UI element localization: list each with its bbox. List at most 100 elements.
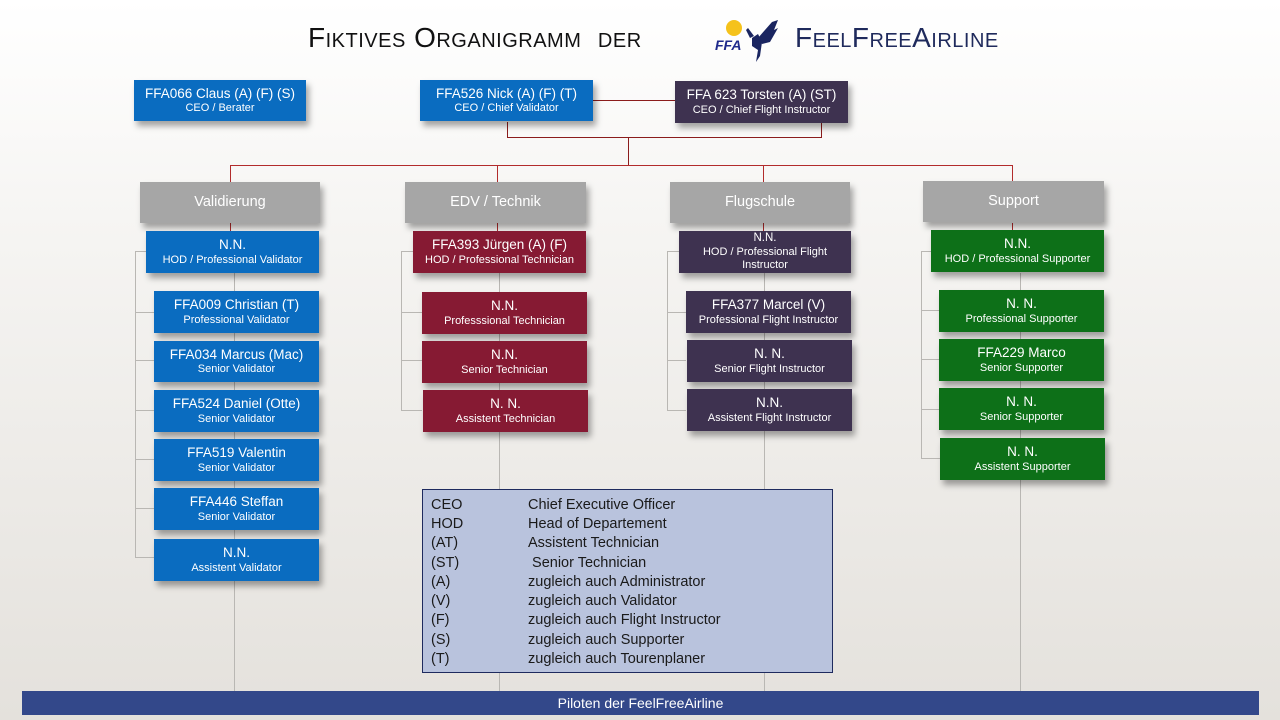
- org-node-member: FFA377 Marcel (V) Professional Flight In…: [686, 291, 851, 333]
- connector: [230, 165, 1013, 166]
- node-role: Senior Validator: [197, 510, 276, 523]
- org-node-member: N. N. Assistent Supporter: [940, 438, 1105, 480]
- connector: [764, 273, 765, 691]
- legend-abbr: (F): [431, 612, 450, 629]
- node-role: Senior Supporter: [979, 410, 1064, 423]
- node-role: Assistent Technician: [455, 412, 556, 425]
- connector: [499, 273, 500, 691]
- org-node-member: FFA524 Daniel (Otte) Senior Validator: [154, 390, 319, 432]
- node-role: HOD / Professional Supporter: [944, 252, 1091, 265]
- connector: [628, 137, 629, 165]
- connector: [1020, 273, 1021, 691]
- title-right: FeelFreeAirline: [795, 22, 999, 53]
- connector: [763, 223, 764, 232]
- node-name: FFA229 Marco: [977, 345, 1066, 361]
- connector: [667, 360, 686, 361]
- node-role: Professional Supporter: [965, 312, 1078, 325]
- connector: [921, 310, 939, 311]
- connector: [593, 100, 675, 101]
- connector: [921, 359, 939, 360]
- legend-desc: zugleich auch Flight Instructor: [528, 612, 721, 629]
- connector: [230, 165, 231, 182]
- node-name: N. N.: [754, 346, 785, 362]
- node-name: FFA524 Daniel (Otte): [172, 396, 301, 412]
- node-name: N.N.: [491, 347, 518, 363]
- title-left: Fiktives Organigramm der: [308, 22, 642, 53]
- org-node-ceo: FFA 623 Torsten (A) (ST) CEO / Chief Fli…: [675, 81, 848, 123]
- org-node-member: N. N. Professional Supporter: [939, 290, 1104, 332]
- node-name: N. N.: [1007, 444, 1038, 460]
- org-node-member: N. N. Assistent Technician: [423, 390, 588, 432]
- connector: [667, 251, 668, 410]
- connector: [401, 410, 422, 411]
- node-role: HOD / Professional Validator: [162, 253, 303, 266]
- department-header: Flugschule: [670, 182, 850, 223]
- org-node-member: N.N. Assistent Validator: [154, 539, 319, 581]
- connector: [1012, 165, 1013, 182]
- department-header: Support: [923, 181, 1104, 222]
- node-role: Professional Flight Instructor: [698, 313, 839, 326]
- node-role: Professional Validator: [183, 313, 290, 326]
- logo-text: FFA: [715, 37, 741, 53]
- node-role: Senior Validator: [197, 363, 276, 375]
- node-role: CEO / Chief Flight Instructor: [692, 103, 831, 116]
- node-name: FFA519 Valentin: [187, 445, 286, 461]
- org-node-hod: N.N. HOD / Professional Supporter: [931, 230, 1104, 272]
- legend-row: (T)zugleich auch Tourenplaner: [431, 649, 824, 668]
- connector: [401, 251, 402, 410]
- legend-desc: zugleich auch Tourenplaner: [528, 651, 706, 668]
- org-node-member: FFA229 Marco Senior Supporter: [939, 339, 1104, 381]
- legend-abbr: (S): [431, 631, 451, 648]
- legend-abbr: CEO: [431, 496, 463, 513]
- connector: [135, 410, 154, 411]
- node-name: N.N.: [1004, 236, 1031, 252]
- node-role: HOD / Professional Flight Instructor: [702, 245, 828, 271]
- node-name: N. N.: [490, 396, 521, 412]
- legend-abbr: (AT): [431, 535, 459, 552]
- org-node-member: N.N. Senior Technician: [422, 341, 587, 383]
- connector: [401, 251, 413, 252]
- node-name: FFA446 Steffan: [189, 494, 284, 510]
- legend-row: (V)zugleich auch Validator: [431, 591, 824, 610]
- org-node-member: FFA446 Steffan Senior Validator: [154, 488, 319, 530]
- connector: [230, 223, 231, 232]
- connector: [135, 312, 154, 313]
- connector: [135, 557, 154, 558]
- legend-row: (ST) Senior Technician: [431, 553, 824, 572]
- org-node-hod: N.N. HOD / Professional Validator: [146, 231, 319, 273]
- node-name: FFA009 Christian (T): [173, 297, 300, 313]
- connector: [921, 458, 940, 459]
- node-role: Senior Validator: [197, 412, 276, 425]
- node-role: CEO / Chief Validator: [454, 102, 559, 114]
- node-name: N.N.: [756, 395, 783, 411]
- org-node-member: FFA519 Valentin Senior Validator: [154, 439, 319, 481]
- node-role: Assistent Flight Instructor: [707, 411, 832, 424]
- connector: [921, 251, 931, 252]
- connector: [497, 165, 498, 182]
- org-node-ceo: FFA526 Nick (A) (F) (T) CEO / Chief Vali…: [420, 80, 593, 121]
- legend-abbr: (A): [431, 573, 451, 590]
- org-node-hod: FFA393 Jürgen (A) (F) HOD / Professional…: [413, 231, 586, 273]
- connector: [667, 251, 679, 252]
- connector: [821, 122, 822, 137]
- node-role: Senior Validator: [197, 461, 276, 474]
- ffa-logo-icon: FFA: [715, 20, 778, 62]
- connector: [234, 273, 235, 691]
- legend-abbr: (ST): [431, 554, 460, 571]
- connector: [135, 508, 154, 509]
- department-header: Validierung: [140, 182, 320, 223]
- connector: [921, 251, 922, 458]
- legend-desc: Senior Technician: [528, 554, 647, 571]
- org-node-member: N. N. Senior Supporter: [939, 388, 1104, 430]
- connector: [135, 251, 146, 252]
- connector: [135, 251, 136, 557]
- connector: [667, 410, 686, 411]
- node-name: N.N.: [223, 545, 250, 561]
- department-header: EDV / Technik: [405, 182, 586, 223]
- node-name: FFA377 Marcel (V): [711, 297, 826, 313]
- node-name: N.N.: [753, 231, 777, 244]
- org-node-hod: N.N. HOD / Professional Flight Instructo…: [679, 231, 851, 273]
- connector: [497, 223, 498, 232]
- org-node-member: N.N. Assistent Flight Instructor: [687, 389, 852, 431]
- node-role: Senior Supporter: [979, 361, 1064, 374]
